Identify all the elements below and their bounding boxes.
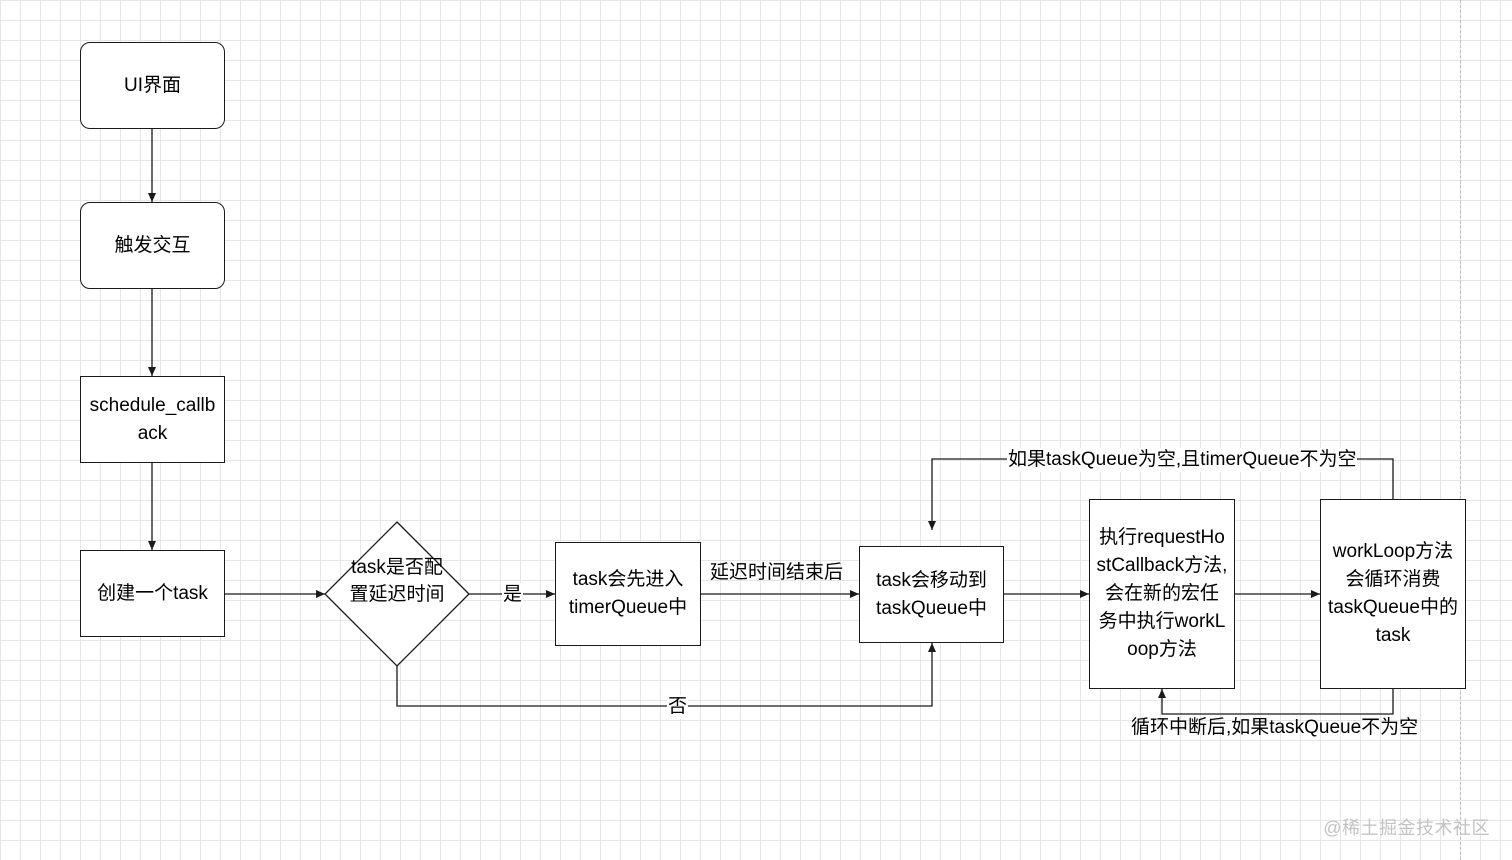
node-timer-queue[interactable]: task会先进入timerQueue中 bbox=[555, 542, 701, 646]
node-execute-request-host-callback[interactable]: 执行requestHostCallback方法,会在新的宏任务中执行workLo… bbox=[1089, 499, 1235, 689]
node-workloop-label: workLoop方法会循环消费taskQueue中的task bbox=[1328, 541, 1458, 646]
decision-label: task是否配置延迟时间 bbox=[349, 557, 445, 605]
edge-label-yes: 是 bbox=[502, 583, 524, 607]
edge-label-bottom-loop: 循环中断后,如果taskQueue不为空 bbox=[1131, 717, 1419, 738]
node-ui[interactable]: UI界面 bbox=[80, 42, 225, 129]
node-create-task-label: 创建一个task bbox=[97, 582, 208, 604]
page-boundary-dashed-line bbox=[1460, 0, 1461, 860]
node-execute-label: 执行requestHostCallback方法,会在新的宏任务中执行workLo… bbox=[1096, 527, 1228, 660]
node-trigger-label: 触发交互 bbox=[114, 234, 191, 256]
edge-label-delay-done: 延迟时间结束后 bbox=[710, 562, 844, 583]
node-schedule-callback-label: schedule_callback bbox=[89, 394, 216, 444]
watermark: @稀土掘金技术社区 bbox=[1323, 818, 1490, 838]
arrow-bottom-loop bbox=[1158, 688, 1394, 715]
edge-label-no: 否 bbox=[667, 695, 689, 719]
node-timer-queue-label: task会先进入timerQueue中 bbox=[568, 569, 688, 618]
node-trigger[interactable]: 触发交互 bbox=[80, 202, 225, 289]
node-task-queue[interactable]: task会移动到taskQueue中 bbox=[859, 546, 1004, 643]
arrow-decision-no bbox=[396, 643, 936, 707]
node-create-task[interactable]: 创建一个task bbox=[80, 550, 225, 637]
edge-label-top-loop: 如果taskQueue为空,且timerQueue不为空 bbox=[1007, 448, 1358, 472]
node-task-queue-label: task会移动到taskQueue中 bbox=[876, 569, 987, 619]
decision-diamond bbox=[324, 521, 470, 667]
node-workloop[interactable]: workLoop方法会循环消费taskQueue中的task bbox=[1320, 499, 1466, 689]
node-schedule-callback[interactable]: schedule_callback bbox=[80, 376, 225, 463]
node-ui-label: UI界面 bbox=[123, 74, 181, 96]
